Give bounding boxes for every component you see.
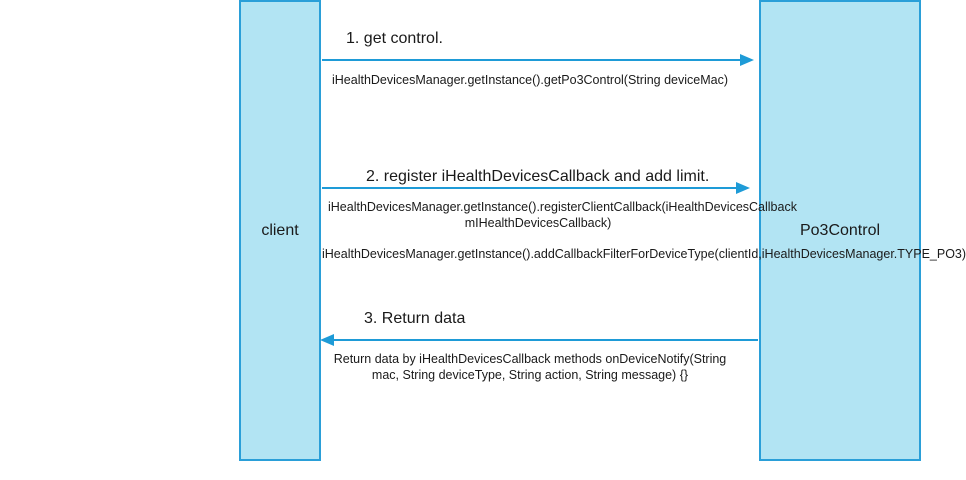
step3-note: Return data by iHealthDevicesCallback me…	[333, 352, 727, 382]
step2-title: 2. register iHealthDevicesCallback and a…	[366, 168, 710, 185]
step3-title: 3. Return data	[364, 310, 466, 327]
step2-arrowhead	[736, 182, 750, 194]
po3control-lifeline: Po3Control	[759, 0, 921, 461]
po3control-label: Po3Control	[799, 221, 881, 239]
client-lifeline: client	[239, 0, 321, 461]
client-label: client	[261, 221, 299, 239]
message-arrows	[320, 54, 758, 346]
step1-note: iHealthDevicesManager.getInstance().getP…	[331, 73, 729, 87]
step2-note-register: iHealthDevicesManager.getInstance().regi…	[328, 199, 797, 231]
step2-note-filter: iHealthDevicesManager.getInstance().addC…	[322, 247, 966, 261]
step3-arrowhead	[320, 334, 334, 346]
step1-arrowhead	[740, 54, 754, 66]
step1-title: 1. get control.	[346, 30, 443, 47]
